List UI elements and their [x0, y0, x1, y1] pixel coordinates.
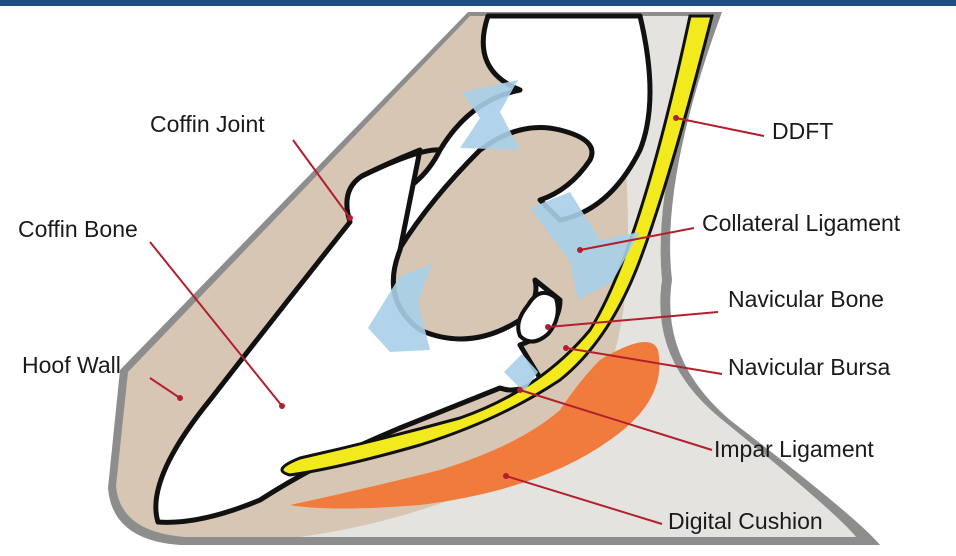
dot-collateral	[577, 247, 583, 253]
dot-hoof-wall	[177, 395, 183, 401]
label-hoof-wall: Hoof Wall	[22, 354, 121, 377]
dot-impar	[517, 387, 523, 393]
top-bar	[0, 0, 956, 6]
dot-coffin-bone	[279, 403, 285, 409]
dot-navicular-bone	[545, 324, 551, 330]
label-ddft: DDFT	[772, 120, 833, 143]
dot-digital-cushion	[503, 473, 509, 479]
label-impar-ligament: Impar Ligament	[714, 438, 874, 461]
dot-navicular-bursa	[563, 345, 569, 351]
label-coffin-bone: Coffin Bone	[18, 218, 138, 241]
label-collateral-ligament: Collateral Ligament	[702, 212, 900, 235]
leader-ddft	[676, 118, 764, 136]
label-coffin-joint: Coffin Joint	[150, 113, 265, 136]
label-navicular-bone: Navicular Bone	[728, 288, 884, 311]
label-navicular-bursa: Navicular Bursa	[728, 356, 890, 379]
label-digital-cushion: Digital Cushion	[668, 510, 823, 533]
dot-coffin-joint	[347, 215, 353, 221]
dot-ddft	[673, 115, 679, 121]
